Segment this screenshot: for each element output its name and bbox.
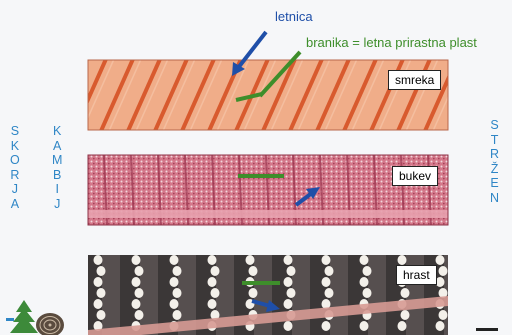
latewood-annotation: branika = letna prirastna plast [306, 35, 477, 50]
oak-pore [401, 310, 410, 320]
oak-pore [439, 266, 448, 276]
oak-pore [211, 288, 220, 298]
oak-pore [135, 310, 144, 320]
oak-pore [436, 321, 445, 331]
oak-pore [132, 299, 141, 309]
oak-pore [360, 277, 369, 287]
oak-pore [360, 255, 369, 265]
oak-pore [170, 299, 179, 309]
beech-ray [88, 210, 448, 218]
oak-pore [398, 321, 407, 331]
oak-pore [249, 266, 258, 276]
sample-label-oak: hrast [396, 265, 437, 285]
oak-pore [439, 310, 448, 320]
oak-pore [401, 288, 410, 298]
oak-pore [94, 277, 103, 287]
sample-label-beech: bukev [392, 166, 438, 186]
oak-pore [322, 321, 331, 331]
sample-label-spruce: smreka [388, 70, 441, 90]
oak-pore [132, 277, 141, 287]
oak-pore [322, 277, 331, 287]
tree-icon [10, 300, 38, 333]
oak-pore [325, 266, 334, 276]
oak-pore [173, 310, 182, 320]
oak-pore [208, 299, 217, 309]
oak-pore [132, 255, 141, 265]
oak-pore [97, 310, 106, 320]
oak-pore [360, 321, 369, 331]
oak-pore [436, 277, 445, 287]
oak-pore [322, 255, 331, 265]
oak-pore [94, 255, 103, 265]
trunk-crosssection-icon [36, 313, 64, 335]
oak-pore [97, 266, 106, 276]
oak-pore [246, 255, 255, 265]
oak-pore [284, 277, 293, 287]
oak-pore [97, 288, 106, 298]
scale-bar [476, 328, 498, 331]
oak-pore [249, 288, 258, 298]
ring-annotation: letnica [275, 9, 313, 24]
oak-pore [363, 266, 372, 276]
oak-pore [173, 266, 182, 276]
spruce-strip [70, 50, 469, 140]
bark-marker [6, 318, 14, 321]
oak-pore [284, 299, 293, 309]
oak-pore [170, 277, 179, 287]
oak-pore [173, 288, 182, 298]
oak-pore [325, 288, 334, 298]
oak-pore [94, 299, 103, 309]
oak-pore [211, 266, 220, 276]
oak-pore [284, 255, 293, 265]
oak-pore [287, 266, 296, 276]
oak-pore [287, 288, 296, 298]
oak-pore [208, 277, 217, 287]
oak-pore [363, 288, 372, 298]
oak-pore [398, 255, 407, 265]
oak-pore [436, 255, 445, 265]
oak-pore [135, 288, 144, 298]
oak-pore [284, 321, 293, 331]
oak-pore [170, 255, 179, 265]
oak-pore [135, 266, 144, 276]
oak-pore [208, 255, 217, 265]
